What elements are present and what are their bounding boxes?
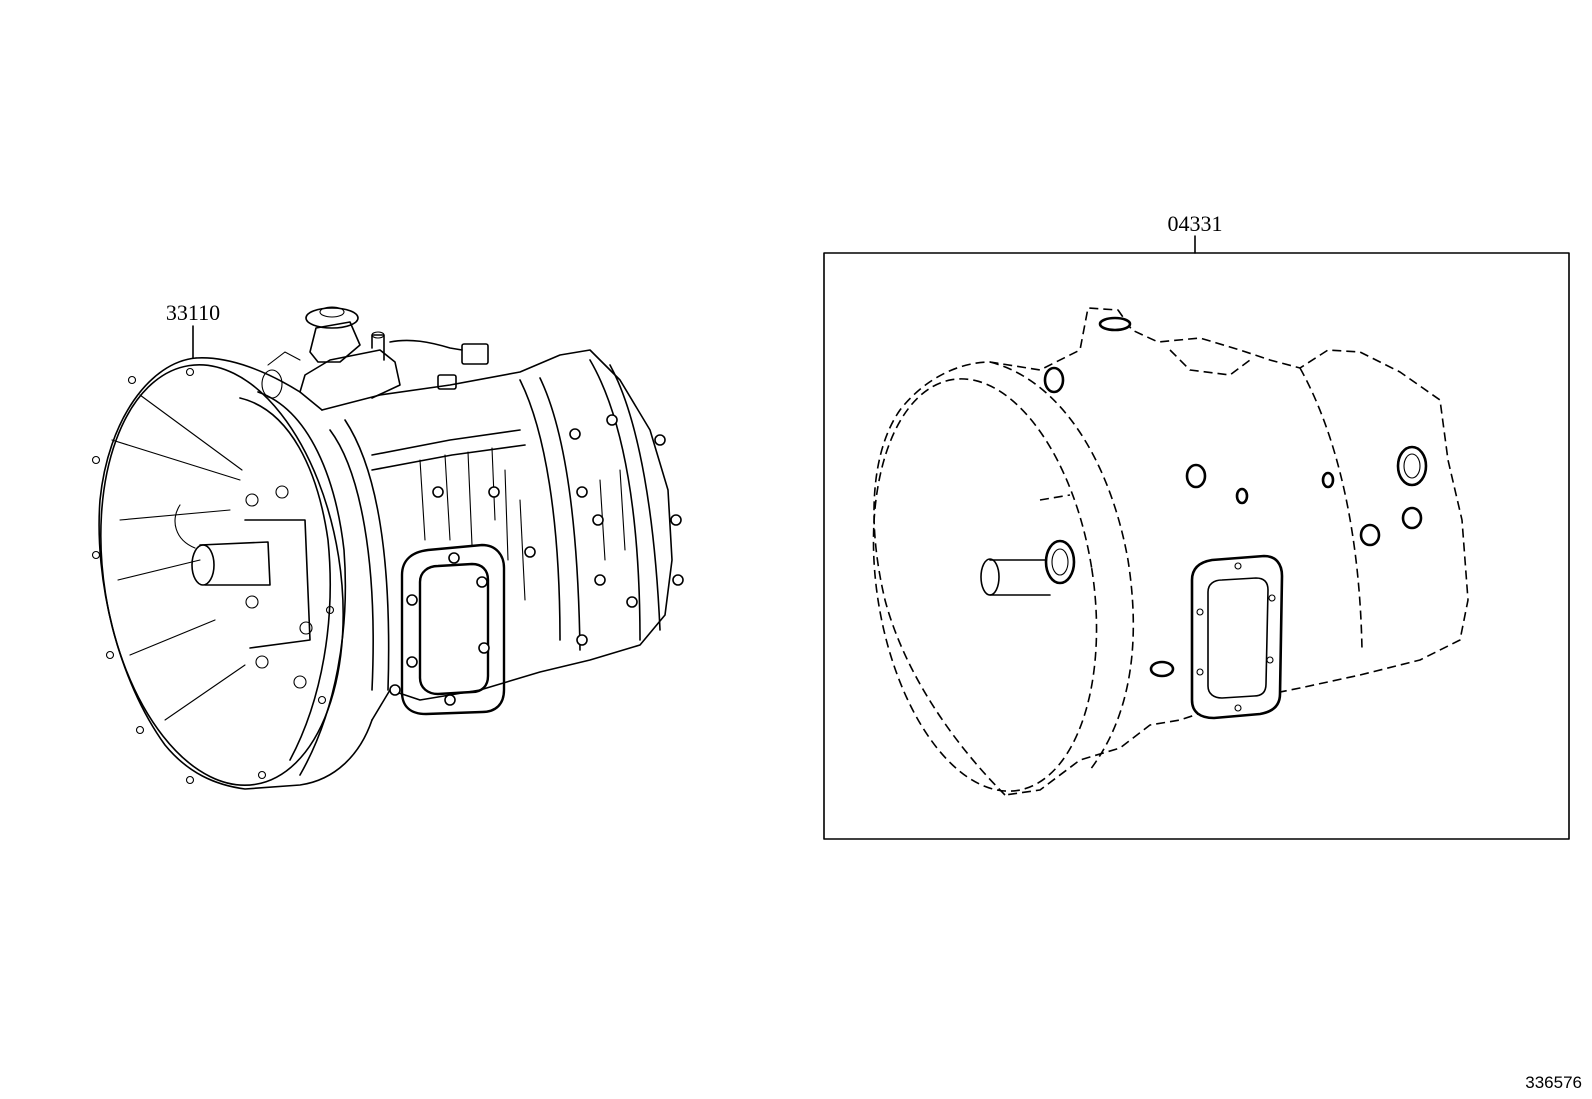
part-number-33110: 33110 [166, 300, 220, 325]
figure-number: 336576 [1525, 1073, 1582, 1092]
gasket-kit-icon[interactable] [823, 235, 1570, 840]
transmission-assembly-icon[interactable] [72, 306, 684, 803]
part-number-04331: 04331 [1168, 211, 1223, 236]
